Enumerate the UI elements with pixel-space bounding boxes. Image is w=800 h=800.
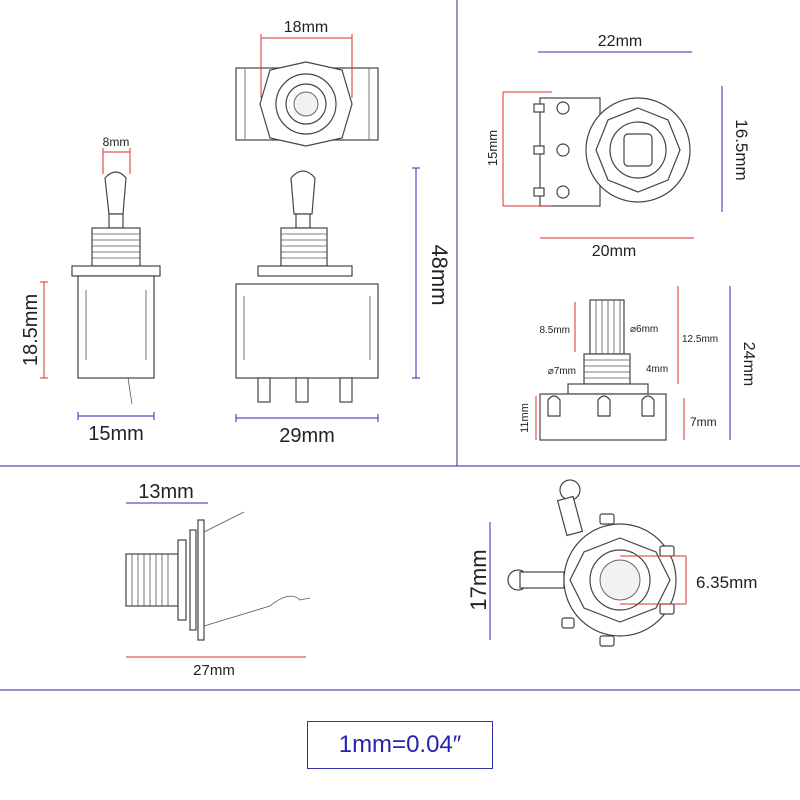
pot-body-side-height-label: 11mm: [519, 403, 531, 433]
jack-front-view: [507, 479, 677, 647]
pot-lug-height-label: 15mm: [485, 130, 500, 166]
jack-body-height-label: 17mm: [466, 549, 491, 610]
pot-thread-length-label: 4mm: [646, 364, 668, 375]
dim-pot-body-height: 16.5mm: [721, 86, 751, 212]
dim-pot-thread-length: 4mm: [646, 364, 668, 375]
pot-shaft-length-label: 8.5mm: [539, 325, 570, 336]
pot-shaft-diameter-label: ⌀6mm: [630, 324, 658, 335]
dim-pot-width-top: 22mm: [538, 33, 692, 53]
pot-width-bottom-label: 20mm: [592, 243, 636, 260]
dim-pot-shaft-length: 8.5mm: [539, 302, 576, 352]
dim-jack-total-length: 27mm: [126, 656, 306, 679]
dim-toggle-body-width: 29mm: [235, 414, 379, 447]
dim-pot-shaft-section: 12.5mm: [677, 286, 718, 384]
dim-toggle-top-width: 18mm: [260, 19, 353, 98]
toggle-body-height-label: 18.5mm: [20, 294, 42, 366]
dim-jack-bore-diameter: 6.35mm: [620, 555, 757, 605]
pot-width-top-label: 22mm: [598, 33, 642, 50]
dim-jack-body-height: 17mm: [466, 522, 491, 640]
dim-pot-lug-height: 15mm: [485, 91, 552, 207]
jack-total-length-label: 27mm: [193, 662, 235, 679]
toggle-body-depth-label: 15mm: [88, 423, 144, 445]
toggle-side-view: [71, 171, 161, 405]
dim-pot-total-height: 24mm: [729, 286, 757, 440]
dim-pot-shaft-diameter: ⌀6mm: [630, 324, 658, 335]
jack-side-view: [125, 511, 311, 641]
toggle-lever-width-label: 8mm: [103, 135, 130, 149]
dim-pot-width-bottom: 20mm: [540, 237, 694, 260]
pot-body-height-label: 16.5mm: [732, 119, 751, 180]
jack-thread-length-label: 13mm: [138, 481, 194, 503]
dim-pot-lug-length: 7mm: [683, 398, 717, 440]
dim-toggle-total-height: 48mm: [412, 167, 452, 379]
pot-side-view: [539, 299, 667, 441]
pot-total-height-label: 24mm: [740, 342, 757, 386]
pot-lug-length-label: 7mm: [690, 415, 717, 429]
scale-conversion-note: 1mm=0.04″: [307, 721, 493, 769]
pot-shaft-section-label: 12.5mm: [682, 334, 718, 345]
toggle-top-view: [235, 61, 379, 147]
toggle-total-height-label: 48mm: [427, 244, 452, 305]
jack-bore-diameter-label: 6.35mm: [696, 573, 757, 592]
toggle-top-width-label: 18mm: [284, 19, 328, 36]
dim-toggle-body-depth: 15mm: [77, 412, 155, 445]
dim-pot-thread-diameter: ⌀7mm: [548, 366, 576, 377]
dim-jack-thread-length: 13mm: [126, 481, 208, 504]
dim-toggle-body-height: 18.5mm: [20, 281, 48, 379]
pot-thread-diameter-label: ⌀7mm: [548, 366, 576, 377]
dim-pot-body-side-height: 11mm: [519, 396, 537, 440]
dim-toggle-lever-width: 8mm: [102, 135, 131, 174]
toggle-body-width-label: 29mm: [279, 425, 335, 447]
toggle-front-view: [235, 170, 379, 403]
pot-top-view: [533, 97, 691, 207]
